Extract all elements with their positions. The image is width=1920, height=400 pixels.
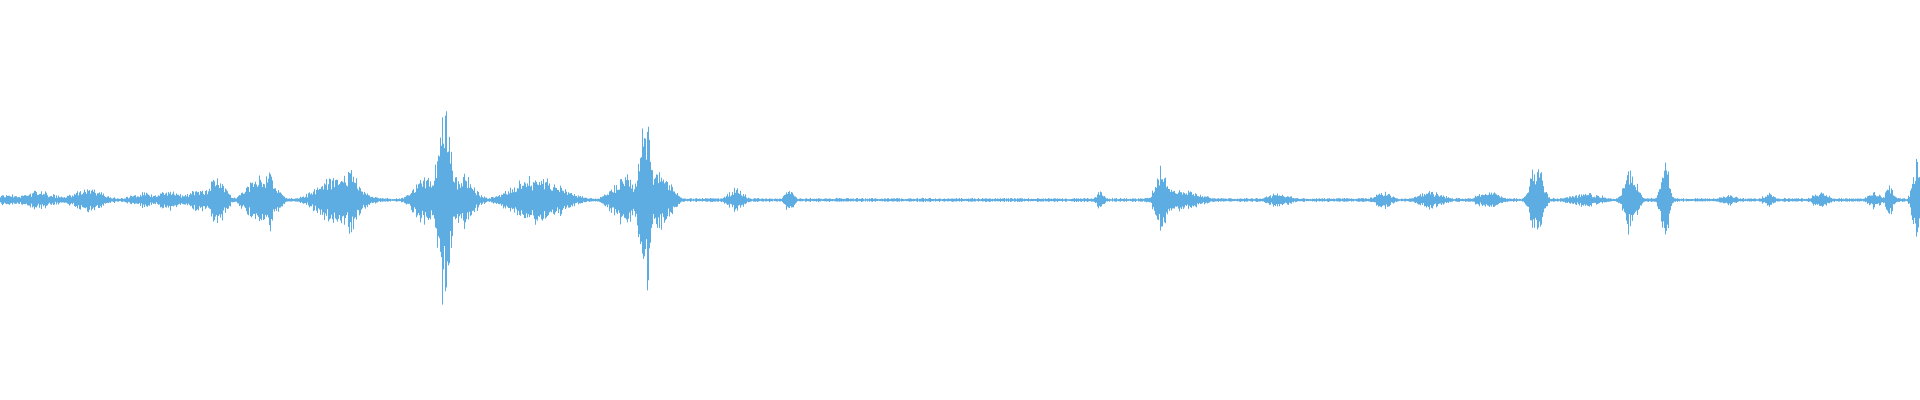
- audio-waveform: [0, 111, 1920, 305]
